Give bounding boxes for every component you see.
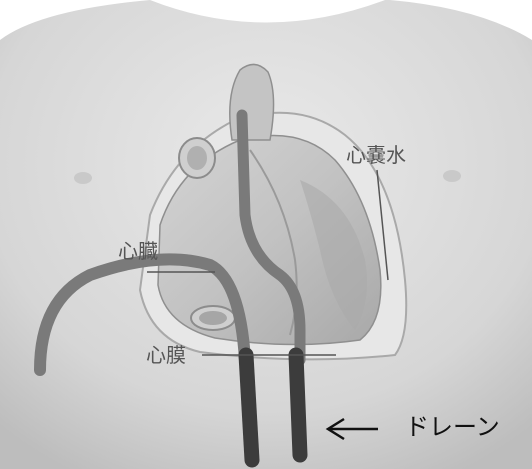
drain-label: ドレーン [405, 415, 500, 439]
drain-tube-right [296, 355, 300, 455]
heart-label: 心臓 [118, 237, 144, 265]
left-nipple [74, 172, 92, 184]
right-nipple [443, 170, 461, 182]
aorta [230, 64, 274, 140]
vessel-ring-left-inner [187, 146, 207, 170]
pericardium-label: 心膜 [146, 345, 186, 365]
drain-tube-left [246, 355, 252, 460]
vessel-ring-bottom-inner [199, 311, 227, 325]
pericardial-effusion-label: 心嚢水 [346, 145, 406, 165]
